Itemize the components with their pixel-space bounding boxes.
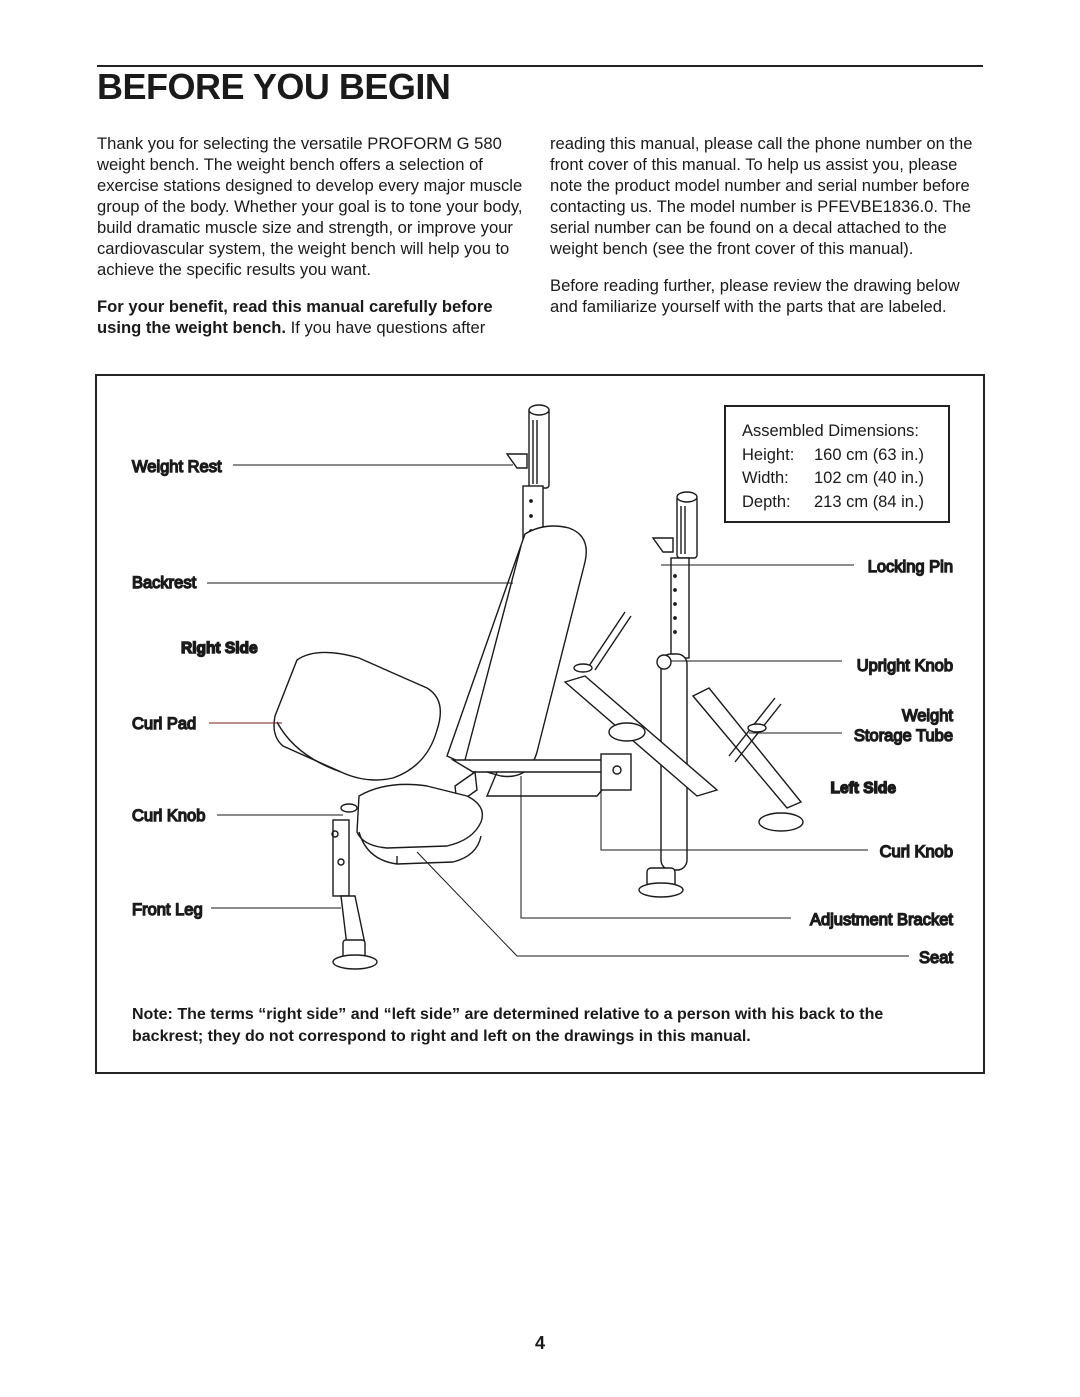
right-column: reading this manual, please call the pho… xyxy=(550,133,990,333)
label-upright-knob: Upright Knob xyxy=(857,657,953,675)
backrest-shape xyxy=(446,525,587,778)
seat-frame xyxy=(450,753,632,806)
dimension-value: 160 cm (63 in.) xyxy=(814,445,925,464)
intro-paragraph: Thank you for selecting the versatile PR… xyxy=(97,134,523,279)
label-weight-line2: Storage Tube xyxy=(854,727,953,745)
page-title: BEFORE YOU BEGIN xyxy=(97,66,451,107)
review-drawing-paragraph: Before reading further, please review th… xyxy=(550,276,960,316)
dimension-row-depth: Depth: 213 cm (84 in.) xyxy=(742,491,948,515)
label-left-side: Left Side xyxy=(831,780,897,797)
label-backrest: Backrest xyxy=(132,574,197,592)
read-manual-paragraph: For your benefit, read this manual caref… xyxy=(97,296,533,338)
title-rule xyxy=(97,65,983,67)
front-leg-shape xyxy=(331,803,378,970)
label-front-leg: Front Leg xyxy=(132,901,203,919)
dimension-label: Height: xyxy=(742,445,795,464)
contact-paragraph: reading this manual, please call the pho… xyxy=(550,134,973,258)
read-manual-rest: If you have questions after xyxy=(286,318,486,337)
seat-shape xyxy=(356,783,484,865)
label-adjustment-bracket: Adjustment Bracket xyxy=(810,911,953,929)
dimension-value: 102 cm (40 in.) xyxy=(814,469,925,487)
label-seat: Seat xyxy=(919,949,953,967)
label-locking-pin: Locking Pin xyxy=(868,558,953,576)
rear-frame xyxy=(563,611,804,832)
read-manual-emphasis: For your benefit, read this manual caref… xyxy=(97,297,493,337)
left-upright xyxy=(638,491,698,898)
dimension-row-height: Height: 160 cm (63 in.) xyxy=(742,444,948,468)
assembled-dimensions-box: Assembled Dimensions: Height: 160 cm (63… xyxy=(724,405,950,523)
dimension-value: 213 cm (84 in.) xyxy=(814,492,925,511)
label-curl-knob-right: Curl Knob xyxy=(880,843,953,861)
curl-pad-shape xyxy=(273,651,441,781)
label-right-side: Right Side xyxy=(181,640,258,657)
dimension-label: Depth: xyxy=(742,492,791,511)
dimension-label: Width: xyxy=(742,469,789,487)
page-number: 4 xyxy=(534,1333,545,1353)
leader-lines xyxy=(207,464,909,957)
right-upright xyxy=(505,404,550,547)
bench-figure: Weight Rest Backrest Right Side Curl Pad… xyxy=(95,374,985,1074)
bench-drawing: Weight Rest Backrest Right Side Curl Pad… xyxy=(131,404,954,970)
orientation-note: Note: The terms “right side” and “left s… xyxy=(132,1006,884,1045)
label-curl-pad: Curl Pad xyxy=(132,715,196,733)
label-weight-line1: Weight xyxy=(902,707,953,725)
dimension-row-width: Width: 102 cm (40 in.) xyxy=(742,467,948,491)
dimensions-heading: Assembled Dimensions: xyxy=(742,422,919,440)
left-column: Thank you for selecting the versatile PR… xyxy=(97,133,533,354)
label-weight-rest: Weight Rest xyxy=(132,458,222,476)
label-curl-knob-left: Curl Knob xyxy=(132,807,205,825)
